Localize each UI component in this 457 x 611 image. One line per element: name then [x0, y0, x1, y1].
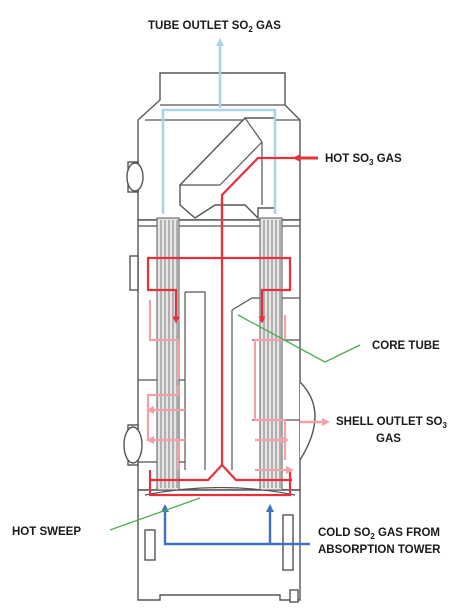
cold-so2-label-line2: ABSORPTION TOWER [318, 544, 441, 556]
tube-outlet-flow [161, 38, 277, 214]
hot-gas-flow [146, 156, 312, 497]
hot-sweep-leader [109, 497, 201, 531]
hot-sweep-label: HOT SWEEP [12, 526, 81, 538]
hot-gas-inlet-duct [179, 117, 276, 220]
hot-so3-label: HOT SO3 GAS [325, 153, 402, 167]
leader-lines [109, 314, 361, 531]
core-tube-leader [237, 314, 361, 363]
shell-gas-flow [146, 300, 294, 474]
core-tube-label: CORE TUBE [372, 340, 440, 352]
cold-so2-label: COLD SO2 GAS FROM [318, 527, 440, 541]
cold-gas-flow [161, 504, 310, 546]
tube-outlet-label: TUBE OUTLET SO2 GAS [148, 20, 281, 34]
shell-outlet-label: SHELL OUTLET SO3 [336, 416, 448, 430]
tube-bank-right [259, 217, 283, 491]
shell-outlet-label-line2: GAS [376, 433, 401, 445]
